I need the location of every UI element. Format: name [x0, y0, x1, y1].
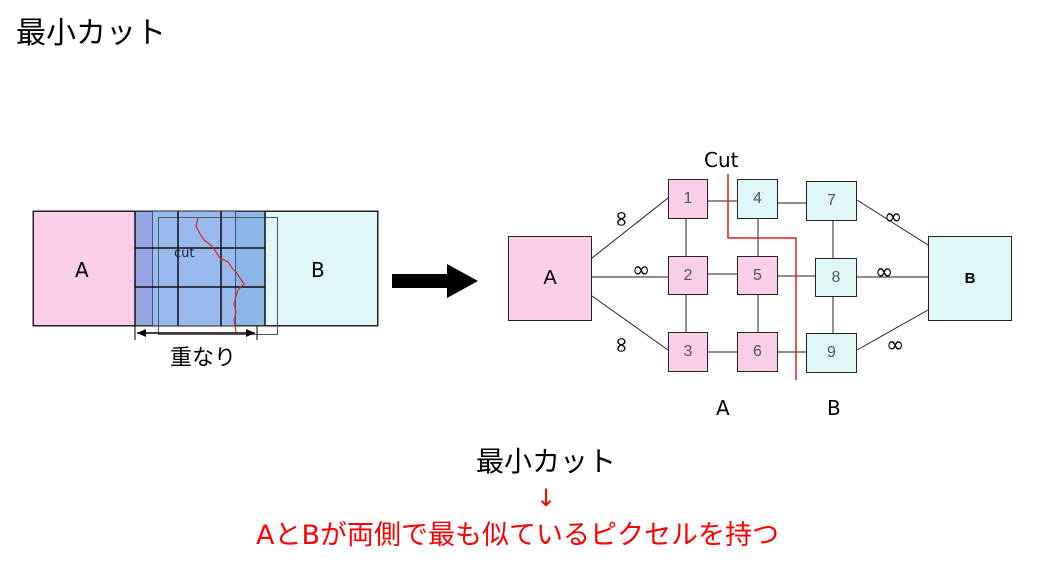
pixel-node-3: 3 — [668, 332, 708, 372]
infinity-label-b1: ∞ — [884, 205, 903, 230]
node-label: 5 — [753, 266, 762, 284]
node-label: 9 — [827, 344, 836, 361]
edge-a-1 — [591, 197, 669, 259]
infinity-label-a2: ∞ — [632, 258, 651, 283]
pixel-node-8: 8 — [815, 258, 857, 297]
edge-7-b — [856, 199, 929, 246]
page-title: 最小カット — [16, 16, 166, 51]
pixel-node-4: 4 — [737, 179, 778, 219]
arrow-head-left — [137, 329, 146, 337]
image-a-label: A — [75, 258, 89, 282]
infinity-label-b3: ∞ — [886, 333, 905, 358]
infinity-label-a1: ∞ — [609, 209, 635, 229]
graph-cut-line — [727, 174, 797, 380]
bottom-caption: 最小カット — [475, 445, 616, 478]
side-label-a: A — [716, 396, 730, 420]
node-label: 1 — [683, 190, 693, 207]
overlap-label: 重なり — [170, 346, 237, 371]
node-label: 7 — [827, 192, 836, 209]
overlap-region — [135, 211, 265, 326]
pixel-node-1: 1 — [668, 179, 708, 219]
node-label: 3 — [683, 343, 693, 360]
pixel-node-9: 9 — [806, 333, 857, 373]
side-label-b: B — [827, 396, 841, 420]
node-label: 8 — [831, 268, 841, 286]
graph-cut-label: Cut — [704, 148, 739, 172]
sink-node-label: B — [964, 270, 976, 287]
seam-cut-line — [195, 217, 245, 333]
outer-frame — [32, 210, 379, 327]
overlap-frame — [158, 217, 278, 335]
pixel-node-7: 7 — [806, 181, 857, 221]
pixel-node-2: 2 — [668, 256, 708, 295]
edge-a-3 — [591, 295, 669, 351]
edge-9-b — [856, 309, 929, 351]
cut-label: cut — [174, 246, 195, 261]
arrow-head-right — [246, 329, 255, 337]
node-label: 4 — [753, 190, 762, 207]
infinity-label-b2: ∞ — [875, 260, 894, 285]
image-b-label: B — [311, 258, 325, 282]
image-a — [33, 211, 153, 326]
down-arrow: ↓ — [535, 484, 557, 512]
node-label: 2 — [683, 266, 693, 284]
sink-node-b: B — [928, 236, 1012, 321]
pixel-node-6: 6 — [737, 332, 778, 372]
source-node-label: A — [543, 267, 557, 289]
node-label: 6 — [753, 343, 762, 360]
infinity-label-a3: ∞ — [609, 335, 635, 355]
transform-arrow — [392, 264, 478, 298]
conclusion-text: AとBが両側で最も似ているピクセルを持つ — [256, 520, 779, 551]
pixel-node-5: 5 — [737, 256, 778, 295]
source-node-a: A — [508, 236, 592, 321]
